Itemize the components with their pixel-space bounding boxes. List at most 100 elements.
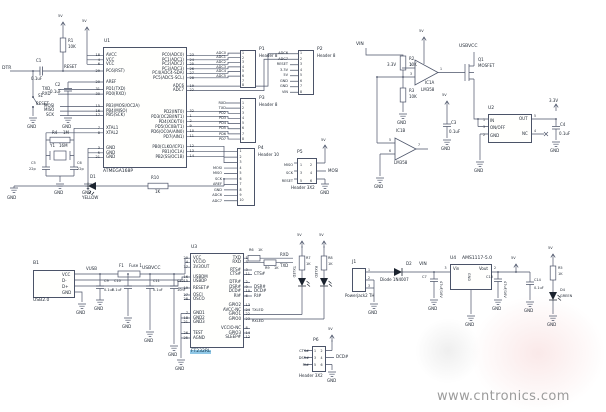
cap-c1-val: 0.1uF — [31, 76, 43, 81]
gnd-symbol — [551, 141, 561, 147]
gnd-label: GND — [441, 146, 451, 151]
opamp-a-pin1: 1 — [440, 66, 443, 71]
gnd-symbol — [429, 299, 439, 305]
header-p3-ref: P3 — [259, 96, 265, 101]
crystal-y1-ref: Y1 — [50, 143, 55, 148]
cap-c12-val: 10nF — [177, 288, 186, 292]
gnd-symbol — [493, 299, 503, 305]
regulator-box — [450, 264, 492, 290]
power-5v-arrow — [329, 334, 335, 343]
ft232-left-pwr-pins: VCC VCCIO 3V3OUT — [193, 254, 210, 269]
power-3v3-arrow — [553, 103, 559, 112]
net-rxled-label: RXLED — [252, 318, 264, 323]
power-5v-arrow — [421, 36, 427, 45]
resistor-r6-val: 1K — [258, 248, 263, 252]
led-d4-color: GREEN — [560, 294, 573, 298]
header-p5-pins-right: 2 4 6 — [310, 162, 313, 183]
ft232-left-pwr-nums: 20 4 17 — [183, 255, 188, 269]
cap-c5-ref: C5 — [31, 161, 36, 165]
resistor-r6 — [247, 255, 261, 262]
resistor-r9 — [263, 259, 277, 266]
power-switch-out-pin: OUT — [519, 115, 528, 121]
gnd-label: GND — [547, 322, 557, 327]
header-p4-pins: 1 2 3 4 5 6 7 8 9 10 — [239, 149, 244, 203]
switch-s1-ref: S1 — [38, 93, 44, 98]
header-p3-nets: RXD TXD PD2 PD3 PD4 PD5 PD6 PD7 — [218, 100, 226, 141]
power-switch-left-pins: IN ON/OFF GND — [490, 117, 506, 138]
power-5v-label: 5V — [328, 327, 333, 331]
net-rxd-label: RXD — [42, 90, 51, 96]
opamp-b-ref: IC1B — [396, 128, 406, 133]
header-p5-ref: P5 — [297, 150, 303, 155]
header-p5-nets: MISO SCK RESET — [281, 162, 293, 183]
power-5v-label: 5V — [297, 233, 302, 237]
diode-d2-ref: D2 — [406, 261, 412, 266]
usb-connector-box — [33, 270, 75, 298]
cap-c3-val: 0.1uF — [449, 129, 461, 134]
mcu-left-aref-num: 20 — [95, 79, 100, 84]
usb-ft232-wires — [75, 257, 190, 358]
ft232-right-wires — [244, 246, 334, 370]
gnd-symbol — [525, 301, 535, 307]
gnd-label: GND — [550, 148, 560, 153]
header-p6-nets: CTS# DSR# RI# — [298, 349, 309, 368]
power-5v-label: 5V — [82, 19, 87, 23]
mcu-left-rst-num: 29 — [95, 68, 100, 73]
opamp-b-pin7: 7 — [418, 143, 421, 147]
opamp-b-pin6: 6 — [389, 149, 392, 153]
ft232-left-usb-pins: USBDM USBDP — [193, 273, 208, 284]
regulator-vin-pin: Vin — [453, 266, 460, 271]
resistor-r5 — [549, 265, 557, 281]
cap-c13 — [493, 278, 503, 282]
gnd-symbol — [145, 331, 155, 337]
cap-c2-ref: C2 — [55, 82, 61, 87]
resistor-r8 — [320, 255, 328, 271]
powerjack-box — [352, 268, 366, 292]
power-5v-arrow — [84, 26, 90, 35]
gnd-symbol — [320, 183, 330, 189]
power-switch-left-nums: 1 3 2 — [482, 117, 485, 137]
ft232-ref: U3 — [191, 245, 198, 250]
power-5v-label: 5V — [511, 256, 516, 260]
gnd-label: GND — [144, 338, 154, 343]
cap-c1 — [39, 66, 43, 76]
watermark-url: www.cntronics.com — [437, 389, 570, 404]
cap-c5 — [41, 166, 51, 170]
cap-c7-val: 47uF/16V — [438, 281, 443, 298]
opamp-b-pin5: 5 — [389, 138, 392, 142]
power-5v-arrow — [513, 263, 519, 272]
junction-dots — [32, 70, 557, 275]
gnd-label: GND — [320, 190, 330, 195]
cap-c11-ref: C11 — [153, 279, 160, 283]
led-rx-designator: RXLED — [313, 266, 318, 278]
net-mosi-label: MOSI — [44, 102, 55, 108]
net-usbvcc-label: USBVCC — [459, 44, 478, 49]
net-cts-label: CTS# — [254, 271, 266, 277]
ft232-left-osc-nums: 27 28 — [183, 292, 188, 302]
resistor-r9-val: 1K — [274, 265, 279, 270]
ft232-right-uart-nums: 1 5 — [245, 255, 248, 265]
opamp-a-ref: IC1A — [425, 80, 435, 85]
header-p1-nets: ADC0 ADC1 ADC2 ADC3 ADC4 ADC5 — [216, 50, 226, 78]
cap-c9 — [95, 285, 105, 289]
gnd-symbol — [369, 303, 379, 309]
resistor-r7-val: 1K — [306, 262, 311, 266]
opamp-a-pin2: 2 — [410, 63, 413, 67]
gnd-label: GND — [374, 184, 384, 189]
power-5v-label: 5V — [548, 246, 553, 250]
reset-switch — [32, 96, 34, 108]
resistor-r10 — [147, 182, 169, 190]
ft232-left-usb-nums: 16 15 — [183, 274, 188, 284]
mcu-left-xtal-pins: XTAL1 XTAL2 — [106, 125, 119, 135]
net-dsr-label: DSR# — [254, 283, 266, 289]
resistor-r5-ref: R5 — [558, 266, 563, 270]
mcu-right-adc67-nums: 19 22 — [189, 83, 194, 93]
resistor-r1-val: 10K — [68, 44, 76, 49]
crystal-y1-val: 16M — [59, 143, 68, 148]
led-d4-ref: D4 — [560, 288, 565, 292]
ft232-part[interactable]: FT232RL — [190, 348, 212, 355]
gnd-symbol — [466, 315, 476, 321]
ft232-right-modem-pins: DTR# DSR# DCD# RI# — [228, 279, 241, 298]
crystal-symbol — [49, 150, 71, 161]
net-vin-label: VIN — [419, 262, 427, 267]
